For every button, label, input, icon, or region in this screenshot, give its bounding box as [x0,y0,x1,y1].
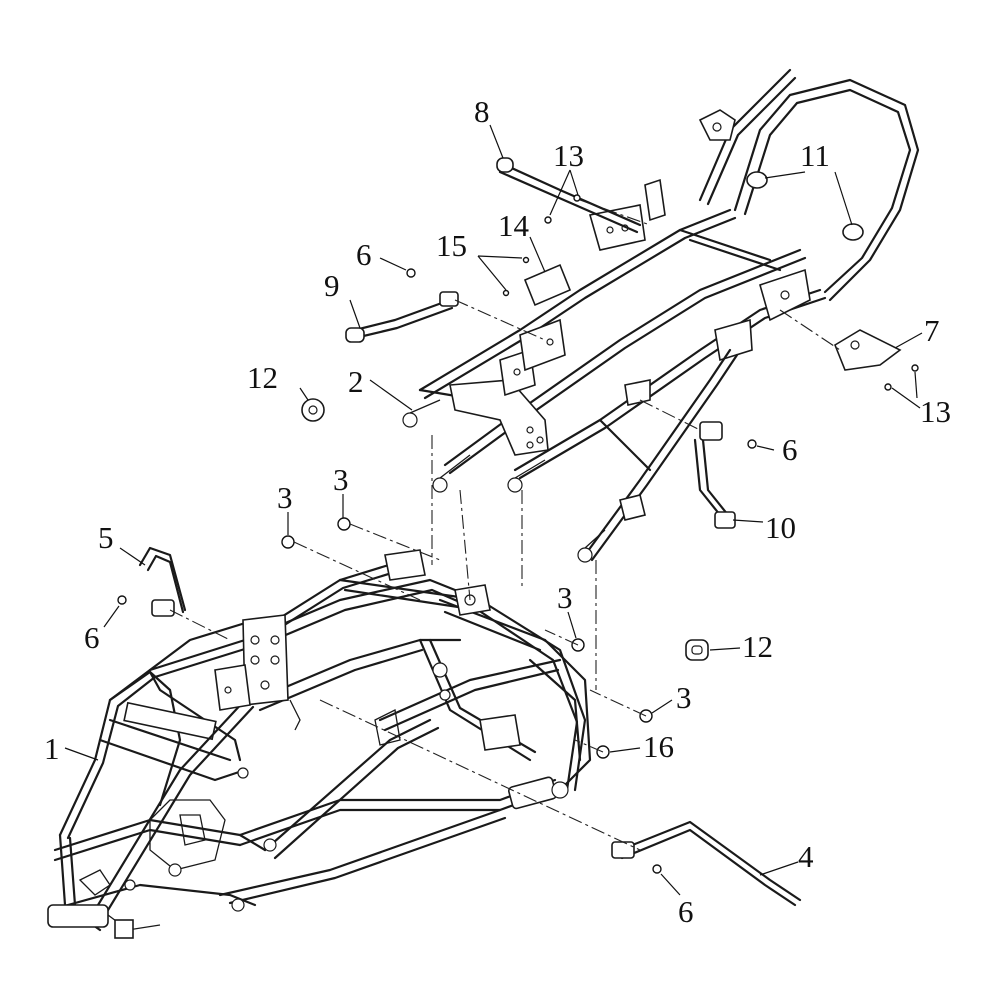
callout-11: 11 [800,138,830,173]
callout-15: 15 [436,228,467,263]
lower-rod [693,421,736,529]
callout-6-b: 6 [356,237,372,272]
rear-bracket [834,329,902,371]
upper-rod [496,157,642,234]
callout-10: 10 [765,510,796,545]
small-bracket [138,546,187,617]
main-frame [47,549,592,939]
callout-16: 16 [643,729,674,764]
callout-6-c: 6 [782,432,798,467]
rear-subframe [402,68,920,563]
callout-3-d: 3 [676,680,692,715]
bolts [117,194,919,874]
callout-3-a: 3 [277,480,293,515]
callout-13-a: 13 [553,138,584,173]
callout-8: 8 [474,94,490,129]
callout-4: 4 [798,839,814,874]
callout-3-c: 3 [557,580,573,615]
callout-12-a: 12 [247,360,278,395]
callout-7: 7 [924,313,940,348]
assembly-lines [169,199,841,851]
callout-12-b: 12 [742,629,773,664]
callout-9: 9 [324,268,340,303]
brace-bar [611,820,802,907]
callout-2: 2 [348,364,364,399]
side-rod [345,291,459,343]
leader-lines [64,124,923,896]
grommets [301,398,709,661]
callout-13-b: 13 [920,394,951,429]
callout-3-b: 3 [333,462,349,497]
callout-6-a: 6 [84,620,100,655]
rubber-caps [746,171,864,241]
callout-14: 14 [498,208,530,243]
callout-labels: 1 2 3 3 3 3 4 5 6 6 6 6 7 8 9 10 11 12 1… [44,94,951,929]
callout-5: 5 [98,520,114,555]
callout-1: 1 [44,731,60,766]
callout-6-d: 6 [678,894,694,929]
